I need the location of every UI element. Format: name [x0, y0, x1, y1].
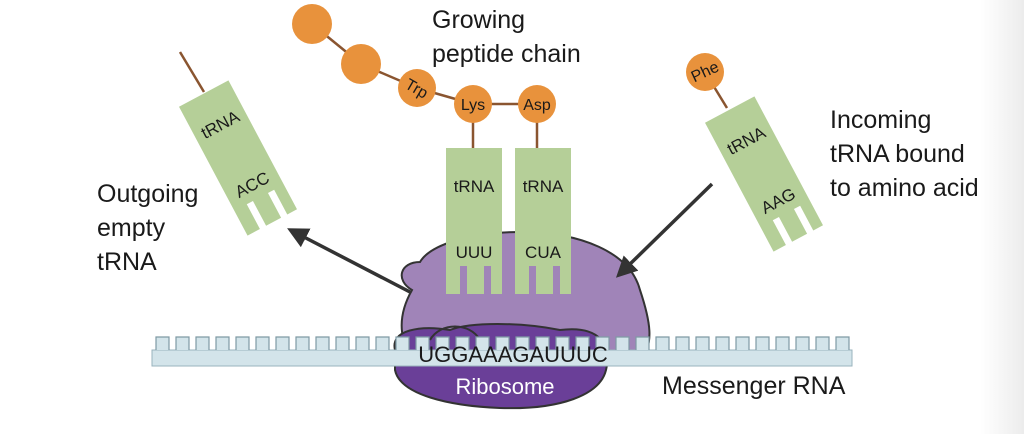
mrna-base [415, 336, 430, 350]
mrna-base [195, 336, 210, 350]
trna-incoming: tRNA AAG [705, 96, 823, 252]
amino-acid-lys: Lys [454, 85, 492, 123]
mrna-base [695, 336, 710, 350]
outgoing-arrow [287, 228, 411, 294]
mrna-base [395, 336, 410, 350]
mrna-base [615, 336, 630, 350]
mrna-base [475, 336, 490, 350]
mrna-base [275, 336, 290, 350]
mrna-base [255, 336, 270, 350]
outgoing-label-line2: empty [97, 214, 166, 242]
mrna-base [335, 336, 350, 350]
mrna-base [235, 336, 250, 350]
mrna-base [795, 336, 810, 350]
outgoing-label-line3: tRNA [97, 248, 157, 276]
mrna-base [635, 336, 650, 350]
svg-text:Asp: Asp [523, 97, 551, 114]
mrna-base [355, 336, 370, 350]
mrna-base [715, 336, 730, 350]
mrna-base [755, 336, 770, 350]
mrna-base [295, 336, 310, 350]
mrna-base [735, 336, 750, 350]
mrna-base [215, 336, 230, 350]
mrna-base [595, 336, 610, 350]
mrna-base [455, 336, 470, 350]
trna-a-site: tRNA CUA [515, 148, 571, 294]
mrna-base [155, 336, 170, 350]
ribosome-label: Ribosome [455, 374, 554, 399]
growing-label-line1: Growing [432, 6, 525, 34]
mrna-base [675, 336, 690, 350]
trna-label: tRNA [523, 177, 564, 196]
mrna-bases [155, 336, 850, 350]
trna-p-site: tRNA UUU [446, 148, 502, 294]
mrna-base [175, 336, 190, 350]
outgoing-label-line1: Outgoing [97, 180, 198, 208]
mrna-base [315, 336, 330, 350]
mrna-base [535, 336, 550, 350]
trna-label: tRNA [454, 177, 495, 196]
svg-text:Lys: Lys [461, 97, 485, 114]
trna-outgoing: tRNA ACC [179, 80, 297, 236]
incoming-label-line2: tRNA bound [830, 140, 965, 168]
incoming-label-line3: to amino acid [830, 174, 979, 202]
amino-acid-1 [292, 4, 332, 44]
amino-acid-trp: Trp [398, 69, 436, 107]
mrna-base [835, 336, 850, 350]
mrna-base [775, 336, 790, 350]
ribosome-inner-curve [429, 325, 481, 341]
incoming-label-line1: Incoming [830, 106, 931, 134]
growing-label-line2: peptide chain [432, 40, 581, 68]
mrna-base [375, 336, 390, 350]
mrna-base [555, 336, 570, 350]
amino-acid-asp: Asp [518, 85, 556, 123]
amino-acid-2 [341, 44, 381, 84]
mrna-base [435, 336, 450, 350]
incoming-arrow [615, 182, 714, 278]
mrna-base [575, 336, 590, 350]
mrna-sequence: UGGAAAGAUUUC [418, 342, 608, 367]
mrna-base [815, 336, 830, 350]
mrna-base [655, 336, 670, 350]
mrna-strand [151, 336, 853, 367]
mrna-base [515, 336, 530, 350]
anticodon-label: CUA [525, 243, 562, 262]
mrna-base [495, 336, 510, 350]
amino-acid-phe: Phe [686, 53, 724, 91]
anticodon-label: UUU [456, 243, 493, 262]
messenger-rna-label: Messenger RNA [662, 372, 846, 400]
